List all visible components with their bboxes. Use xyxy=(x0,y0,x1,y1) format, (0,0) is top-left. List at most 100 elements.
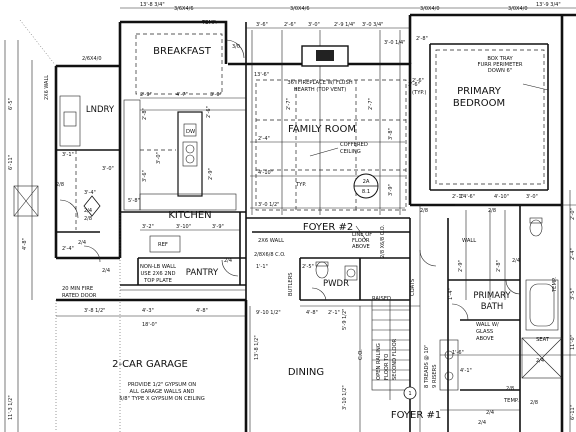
note-coffered-2: CEILING xyxy=(340,149,361,155)
dim-mid-16: 3'-8" xyxy=(388,128,394,140)
room-label-primary-bath-2: BATH xyxy=(481,302,504,312)
dim-left-3: 3'-1" xyxy=(62,152,74,158)
dim-left-2: 6'-5" xyxy=(8,98,14,110)
code-door-foyer: 2/8 X6/8 C.O. xyxy=(380,224,386,258)
note-box-tray-1: BOX TRAY xyxy=(487,56,513,62)
dim-mid-25: 2'-5" xyxy=(302,264,314,270)
dim-right-15: 2/8 xyxy=(506,386,514,392)
dim-left-1: 2X6 WALL xyxy=(44,75,50,100)
dim-mid-5: 2'-6" xyxy=(206,106,212,118)
room-label-primary-bedroom-1: PRIMARY xyxy=(457,86,502,97)
note-garage-3: 5/8" TYPE X GYPSUM ON CEILING xyxy=(119,396,205,402)
dim-mid-22: 2'-1" xyxy=(328,310,340,316)
dim-left-14: 4'-8" xyxy=(196,308,208,314)
note-fireplace-1: 36" FIREPLACE W/ FLUSH xyxy=(287,80,352,86)
note-garage-2: ALL GARAGE WALLS AND xyxy=(130,389,195,395)
note-treads: 8 TREADS @ 10" xyxy=(424,345,430,388)
dim-right-1: 2/8 xyxy=(488,208,496,214)
dim-top-0: 13'-8 3/4" xyxy=(140,2,165,8)
dotted-lines xyxy=(19,19,121,432)
dims-top: 13'-8 3/4" 3'-6" 2'-6" 3'-0" 2'-9 1/4" 3… xyxy=(140,2,561,200)
dim-left-6: 2'-4" xyxy=(62,246,74,252)
note-temp-1: TEMP. xyxy=(201,20,217,26)
note-butlers: BUTLERS xyxy=(288,272,294,296)
dim-top-8: 2'-6" xyxy=(408,82,420,88)
opening-codes: 3/6X4/6 3/0X4/0 3/0X4/0 3/0X4/6 3/0 2/8X… xyxy=(56,6,528,264)
note-co: C.O. xyxy=(358,349,364,360)
code-door-laundry: 2/8 xyxy=(56,182,64,188)
note-ref: REF xyxy=(158,242,168,248)
exterior-walls xyxy=(54,13,576,432)
dims-right: 2/8 2/8 2/4 2'-6" 2'-1" 4'-10" 3'-0" 2'-… xyxy=(412,78,576,426)
dim-mid-20: 4'-8" xyxy=(306,310,318,316)
note-stair-2: FLOOR TO xyxy=(384,354,390,380)
dim-mid-21: 13'-8 1/2" xyxy=(254,335,260,360)
dim-mid-7: 2'-9" xyxy=(208,168,214,180)
dim-right-3: 2'-6" xyxy=(412,78,424,84)
room-label-breakfast: BREAKFAST xyxy=(153,46,212,57)
dim-mid-0: 2'-9" xyxy=(140,92,152,98)
dim-right-10: 2'-0" xyxy=(570,208,576,220)
dim-right-18: 1'-6" xyxy=(452,350,464,356)
room-label-foyer-2: FOYER #2 xyxy=(303,222,353,233)
note-stair-3: SECOND FLOOR xyxy=(392,338,398,380)
dim-right-8: 1'-4" xyxy=(448,288,454,300)
dim-right-17: 2/4 xyxy=(536,358,544,364)
dim-top-7: 2'-8" xyxy=(416,36,428,42)
dim-right-12: 3'-5" xyxy=(570,288,576,300)
north-diamond xyxy=(83,195,101,217)
stair xyxy=(371,299,411,391)
dim-top-3: 3'-0" xyxy=(308,22,320,28)
dim-right-21: 2/8 xyxy=(530,400,538,406)
dim-mid-11: 2'-4" xyxy=(258,136,270,142)
grid-bubble-label: 1 xyxy=(408,391,411,397)
dims-left: 2/6X4/0 2X6 WALL 6'-5" 3'-1" 6'-11" 4'-8… xyxy=(8,56,208,420)
note-wall-glass-1: WALL W/ xyxy=(476,322,499,328)
note-wall: WALL xyxy=(462,238,476,244)
dim-mid-15: 2'-7" xyxy=(368,98,374,110)
code-door-co: 2/8X6/8 C.O. xyxy=(254,252,286,258)
code-mech-1: 3'-4" xyxy=(84,190,96,196)
dim-top-6: 13'-6" xyxy=(254,72,269,78)
note-fireplace-2: HEARTH (TOP VENT) xyxy=(294,87,347,93)
note-seat: SEAT xyxy=(536,337,550,343)
dim-left-4: 6'-11" xyxy=(8,155,14,170)
dim-mid-23: 18'-0" xyxy=(142,322,157,328)
dim-left-5: 4'-8" xyxy=(22,238,28,250)
room-label-garage: 2-CAR GARAGE xyxy=(112,359,188,370)
dim-mid-18: 1'-1" xyxy=(256,264,268,270)
dim-left-10: 5'-8" xyxy=(128,198,140,204)
room-label-primary-bath-1: PRIMARY xyxy=(473,291,511,301)
ceiling-outlines xyxy=(75,33,545,230)
dim-mid-1: 4'-7" xyxy=(176,92,188,98)
code-door-breakfast: 3/0 xyxy=(232,44,240,50)
note-temp-2: TEMP. xyxy=(552,277,558,293)
note-temp-3: TEMP. xyxy=(503,398,519,404)
dims-middle: 2'-9" 4'-7" 3'-0" 2'-8" 3'-0" 2'-6" 3'-6… xyxy=(140,92,394,410)
code-window-breakfast: 3/6X4/6 xyxy=(174,6,194,12)
note-box-tray-3: DOWN 6" xyxy=(488,68,512,74)
note-floor-above-2: FLOOR xyxy=(352,238,370,244)
dim-top-2: 2'-6" xyxy=(284,22,296,28)
dim-right-14: 6'-11" xyxy=(570,405,576,420)
dim-right-9: 2'-8" xyxy=(496,260,502,272)
dim-mid-9: 3'-10" xyxy=(176,224,191,230)
section-tag-top: 2A xyxy=(363,179,370,185)
dim-top-11: 3'-0 1/4" xyxy=(384,40,405,46)
dim-right-19: 4'-1" xyxy=(460,368,472,374)
dim-top-4: 2'-9 1/4" xyxy=(334,22,355,28)
dim-right-4: 2'-1" xyxy=(452,194,464,200)
notes: 36" FIREPLACE W/ FLUSH HEARTH (TOP VENT)… xyxy=(62,20,558,404)
dim-left-0: 2/6X4/0 xyxy=(82,56,102,62)
room-label-family-room: FAMILY ROOM xyxy=(288,124,356,135)
code-door-pantry: 2/4 xyxy=(224,258,232,264)
grid-bubble: 1 xyxy=(403,386,417,400)
fireplace xyxy=(301,45,349,67)
note-floor-above-1: LINE OF xyxy=(352,232,372,238)
code-window-top: 3/0X4/0 xyxy=(420,6,440,12)
note-floor-above-3: ABOVE xyxy=(352,244,370,250)
dim-top-10: 13'-9 3/4" xyxy=(536,2,561,8)
dim-top-1: 3'-6" xyxy=(256,22,268,28)
dim-mid-6: 3'-6" xyxy=(142,170,148,182)
dim-right-13: 11'-0" xyxy=(570,335,576,350)
